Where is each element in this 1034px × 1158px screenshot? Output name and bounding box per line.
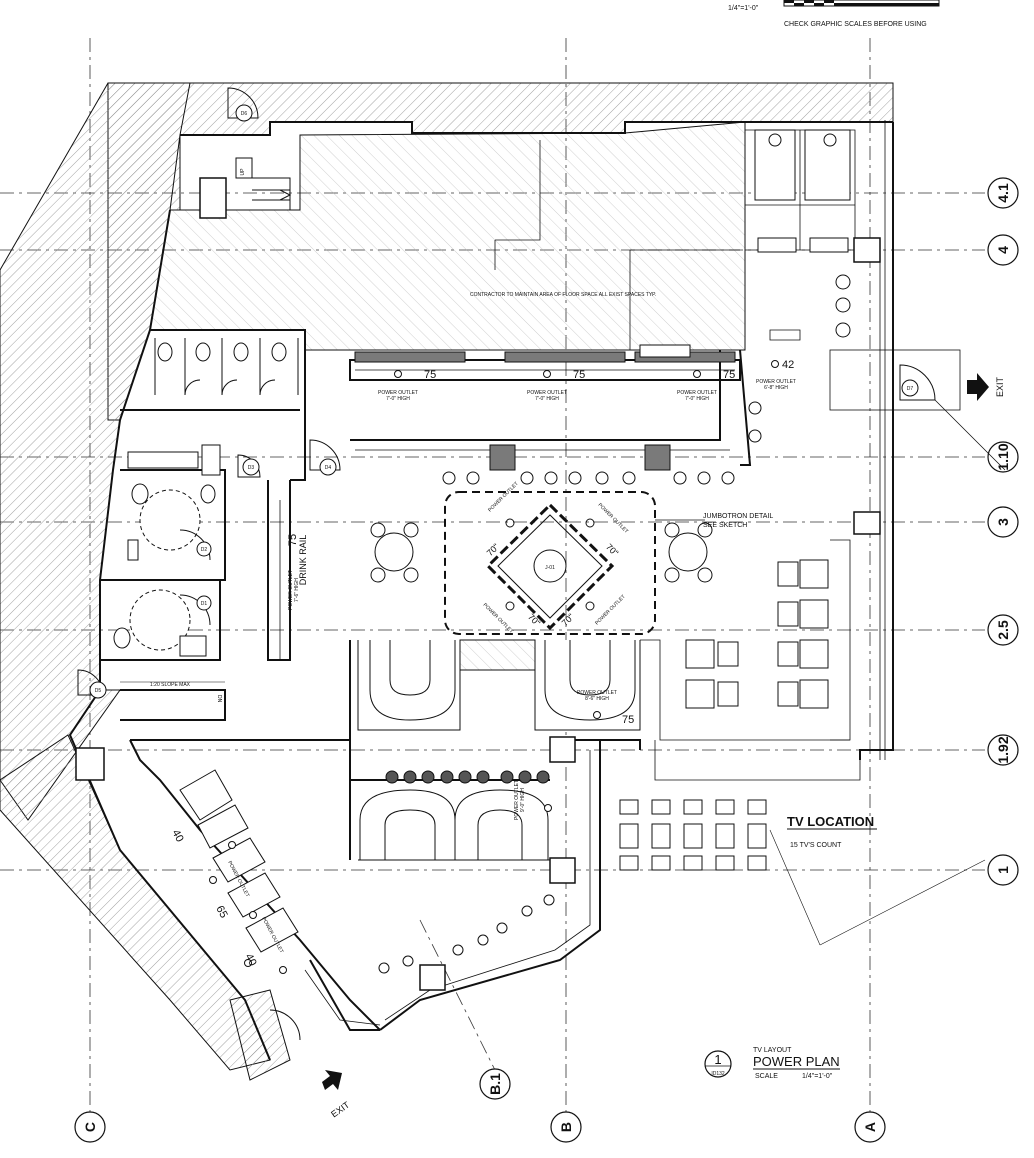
outlet-7-label: POWER OUTLET: [288, 570, 294, 610]
grid-label-b-1: B.1: [487, 1073, 503, 1095]
door-d3: D3: [248, 465, 255, 471]
exit-southwest: EXIT: [322, 1070, 352, 1119]
dim-40-b: 40: [242, 952, 258, 968]
exit-east-label: EXIT: [995, 377, 1005, 398]
grid-label-1: 1: [995, 866, 1011, 874]
grid-label-b: B: [558, 1122, 574, 1132]
lounge-chairs: [179, 769, 299, 953]
outlet-6-label: POWER OUTLET: [514, 780, 520, 820]
title-sheet: ID132: [711, 1071, 725, 1077]
door-tags: [89, 104, 919, 699]
door-tag-labels: D6 D3 D4 D7 D2 D1 D5: [95, 111, 914, 694]
dn-label: DN: [216, 695, 222, 703]
door-d7: D7: [907, 386, 914, 392]
door-d2: D2: [201, 547, 208, 553]
outlet-jumbo-se: POWER OUTLET: [594, 594, 627, 627]
grid-label-4: 4: [995, 246, 1011, 254]
graphic-scale: 1/4"=1'-0" CHECK GRAPHIC SCALES BEFORE U…: [728, 0, 940, 28]
tv-location: TV LOCATION 15 TV'S COUNT: [769, 814, 986, 946]
outlet-labels: POWER OUTLET 7'-0" HIGH POWER OUTLET 7'-…: [378, 379, 796, 702]
dining-tables: [619, 799, 767, 871]
lounge-stools: [244, 894, 555, 974]
exit-east: EXIT: [967, 373, 1005, 401]
outlet-2-height: 7'-0" HIGH: [535, 396, 559, 402]
title-number: 1: [714, 1052, 721, 1067]
door-swings: [77, 87, 1006, 1041]
outlet-4-height: 6'-8" HIGH: [764, 385, 788, 391]
door-d6: D6: [241, 111, 248, 117]
title-main: POWER PLAN: [753, 1054, 840, 1069]
dim-70-sw: 70": [526, 612, 542, 628]
outlet-symbols: [209, 360, 779, 919]
grid-bubbles: [74, 177, 1019, 1143]
grid-bubble-labels: 4.1 4 1.10 3 2.5 1.92 1 C B.1 B A: [82, 183, 1011, 1132]
outlet-3-height: 7'-0" HIGH: [685, 396, 709, 402]
dim-70-ne: 70": [604, 542, 620, 558]
grid-label-1-10: 1.10: [995, 443, 1011, 470]
dim-75-d: 75: [622, 714, 634, 726]
scale-text: 1/4"=1'-0": [728, 5, 759, 12]
dim-70-nw: 70": [485, 542, 501, 558]
stair-label: UP: [240, 168, 246, 176]
outlet-6-height: 9'-0" HIGH: [520, 788, 526, 812]
tv-location-title: TV LOCATION: [787, 814, 874, 829]
outlet-jumbo-nw: POWER OUTLET: [487, 481, 520, 514]
exit-southwest-label: EXIT: [329, 1099, 352, 1119]
dim-75-b: 75: [573, 369, 585, 381]
door-d5: D5: [95, 688, 102, 694]
outlet-2-label: POWER OUTLET: [527, 390, 567, 396]
outlet-5-height: 8'-6" HIGH: [585, 696, 609, 702]
dimension-labels: 75 75 75 42 75: [424, 359, 794, 726]
bar-opening: [639, 344, 691, 358]
scale-note: CHECK GRAPHIC SCALES BEFORE USING: [784, 21, 927, 28]
round-tables: [370, 522, 713, 583]
grid-label-a: A: [862, 1122, 878, 1132]
right-booths: [685, 129, 851, 709]
columns: [75, 177, 881, 991]
tv-count: 15 TV'S COUNT: [790, 842, 842, 849]
jumbotron-detail: JUMBOTRON DETAIL: [703, 513, 773, 520]
outlet-5-label: POWER OUTLET: [577, 690, 617, 696]
outlet-1-label: POWER OUTLET: [378, 390, 418, 396]
outlet-3-label: POWER OUTLET: [677, 390, 717, 396]
grid-label-2-5: 2.5: [995, 620, 1011, 640]
exterior-hatch: [0, 82, 894, 1081]
outlet-4-label: POWER OUTLET: [756, 379, 796, 385]
contractor-note: CONTRACTOR TO MAINTAIN AREA OF FLOOR SPA…: [470, 292, 656, 298]
jumbotron: [444, 491, 656, 635]
outlet-1-height: 7'-0" HIGH: [386, 396, 410, 402]
dim-75-e: 75: [287, 534, 299, 546]
title-scale-value: 1/4"=1'-0": [802, 1073, 833, 1080]
grid-label-4-1: 4.1: [995, 183, 1011, 203]
door-d4: D4: [325, 465, 332, 471]
restroom-fixtures: [113, 338, 299, 657]
door-d1: D1: [201, 601, 208, 607]
title-subtitle: TV LAYOUT: [753, 1047, 792, 1054]
dim-42: 42: [782, 359, 794, 371]
outlet-jumbo-ne: POWER OUTLET: [597, 502, 630, 535]
drink-rail-label: DRINK RAIL: [298, 535, 308, 586]
dim-75-c: 75: [723, 369, 735, 381]
grid-label-c: C: [82, 1122, 98, 1132]
bar-stools-dark: [385, 770, 550, 784]
jumbotron-sketch: SEE SKETCH: [703, 522, 747, 529]
dim-65: 65: [213, 904, 229, 920]
jumbotron-id: J-01: [545, 565, 555, 571]
bar-stools: [442, 274, 851, 485]
slope-label: 1:20 SLOPE MAX: [150, 682, 191, 688]
dim-75-a: 75: [424, 369, 436, 381]
booths: [357, 639, 641, 861]
grid-label-1-92: 1.92: [995, 736, 1011, 763]
outlet-7-height: 7'-6" HIGH: [294, 578, 300, 602]
title-scale-label: SCALE: [755, 1073, 778, 1080]
dim-40-a: 40: [169, 828, 185, 844]
stair: [235, 157, 292, 210]
grid-label-3: 3: [995, 518, 1011, 526]
title-block: 1 ID132 TV LAYOUT POWER PLAN SCALE 1/4"=…: [704, 1047, 840, 1080]
